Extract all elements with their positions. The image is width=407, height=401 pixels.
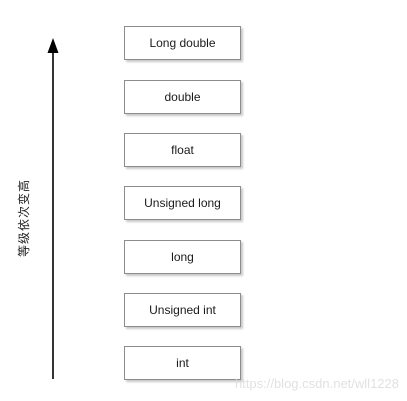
type-box-unsigned-int: Unsigned int <box>124 293 241 327</box>
rank-axis-label: 等级依次变高 <box>17 179 31 258</box>
watermark: https://blog.csdn.net/wll1228 <box>234 376 399 391</box>
type-box-long-double: Long double <box>124 26 241 60</box>
type-box-int: int <box>124 346 241 380</box>
type-box-double: double <box>124 80 241 114</box>
type-box-float: float <box>124 133 241 167</box>
type-box-long: long <box>124 240 241 274</box>
arrow-up-icon <box>47 38 59 53</box>
type-box-unsigned-long: Unsigned long <box>124 186 241 220</box>
